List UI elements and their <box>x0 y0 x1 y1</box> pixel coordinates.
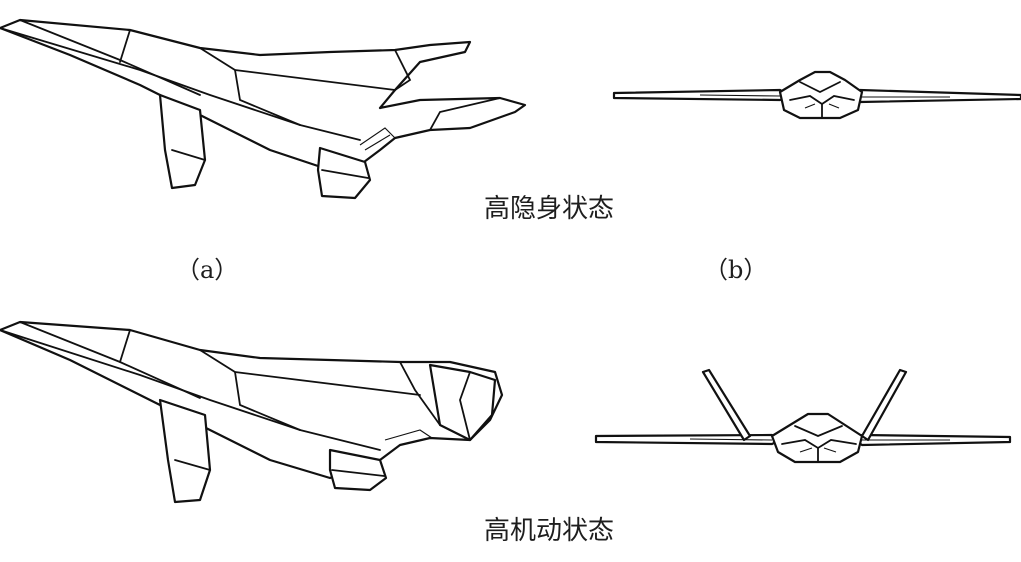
caption-high-maneuver: 高机动状态 <box>484 516 615 546</box>
panel-label-a: （a） <box>176 256 239 284</box>
caption-high-stealth: 高隐身状态 <box>484 194 615 224</box>
side-view-stealth-aircraft <box>0 18 527 200</box>
panel-label-b: （b） <box>704 256 768 284</box>
front-view-maneuver-aircraft <box>594 368 1012 464</box>
side-view-maneuver-aircraft <box>0 320 504 504</box>
front-view-stealth-aircraft <box>612 70 1021 120</box>
